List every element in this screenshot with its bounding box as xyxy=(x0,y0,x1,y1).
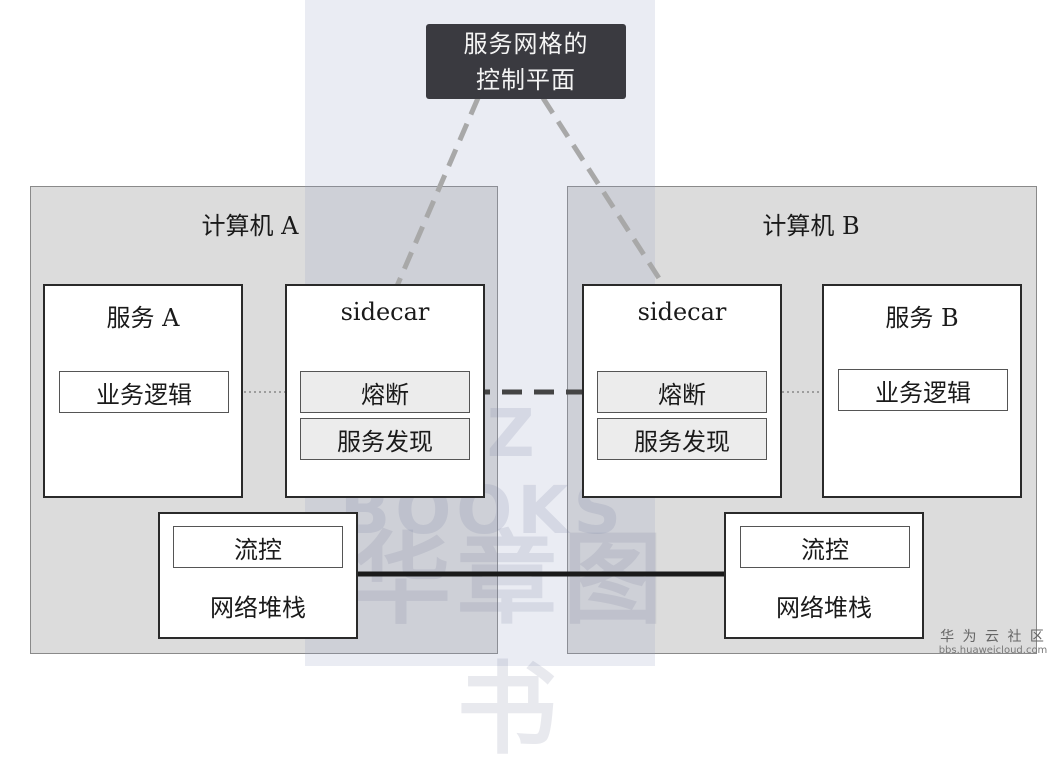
control-plane-line2: 控制平面 xyxy=(476,65,576,94)
sidecar-a-title: sidecar xyxy=(340,298,430,326)
control-plane-box: 服务网格的 控制平面 xyxy=(426,24,626,99)
service-b-title: 服务 B xyxy=(885,304,959,332)
sidecar-a-discovery: 服务发现 xyxy=(300,418,470,460)
watermark-brand-cn: 华章图书 xyxy=(351,521,669,768)
sidecar-b-breaker: 熔断 xyxy=(597,371,767,413)
sidecar-b-title: sidecar xyxy=(637,298,727,326)
sidecar-a-breaker: 熔断 xyxy=(300,371,470,413)
network-a-flow: 流控 xyxy=(173,526,343,568)
machine-b-title: 计算机 B xyxy=(762,212,860,240)
service-a-logic: 业务逻辑 xyxy=(59,371,229,413)
service-a-title: 服务 A xyxy=(106,304,180,332)
site-watermark-url: bbs.huaweicloud.com xyxy=(938,645,1048,656)
machine-a-title: 计算机 A xyxy=(201,212,299,240)
control-plane-line1: 服务网格的 xyxy=(463,29,589,58)
network-b-stack: 网络堆栈 xyxy=(776,594,872,622)
site-watermark: 华 为 云 社 区 xyxy=(940,629,1046,645)
network-b-flow: 流控 xyxy=(740,526,910,568)
sidecar-b-discovery: 服务发现 xyxy=(597,418,767,460)
service-b-logic: 业务逻辑 xyxy=(838,369,1008,411)
network-a-stack: 网络堆栈 xyxy=(210,594,306,622)
